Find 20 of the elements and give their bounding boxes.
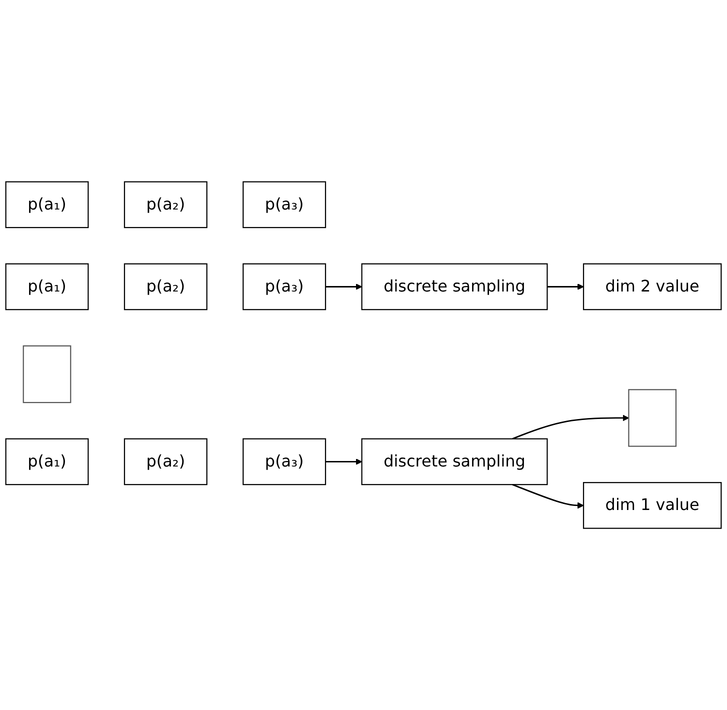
arrow: [547, 283, 584, 290]
arrow: [512, 414, 629, 440]
node-box: p(a₁): [5, 263, 89, 310]
node-box: [22, 345, 72, 403]
node-box: dim 2 value: [582, 263, 722, 310]
node-box: p(a₃): [242, 263, 326, 310]
node-box: p(a₃): [242, 181, 326, 228]
node-box: p(a₁): [5, 438, 89, 486]
node-box: p(a₂): [124, 438, 208, 486]
node-box: discrete sampling: [361, 438, 548, 486]
node-box: dim 1 value: [582, 482, 722, 529]
arrow: [326, 458, 362, 465]
arrow: [512, 484, 584, 509]
node-box: [628, 389, 677, 447]
node-box: p(a₁): [5, 181, 89, 228]
node-box: discrete sampling: [361, 263, 548, 310]
arrow: [326, 283, 362, 290]
node-box: p(a₂): [124, 181, 208, 228]
node-box: p(a₂): [124, 263, 208, 310]
node-box: p(a₃): [242, 438, 326, 486]
